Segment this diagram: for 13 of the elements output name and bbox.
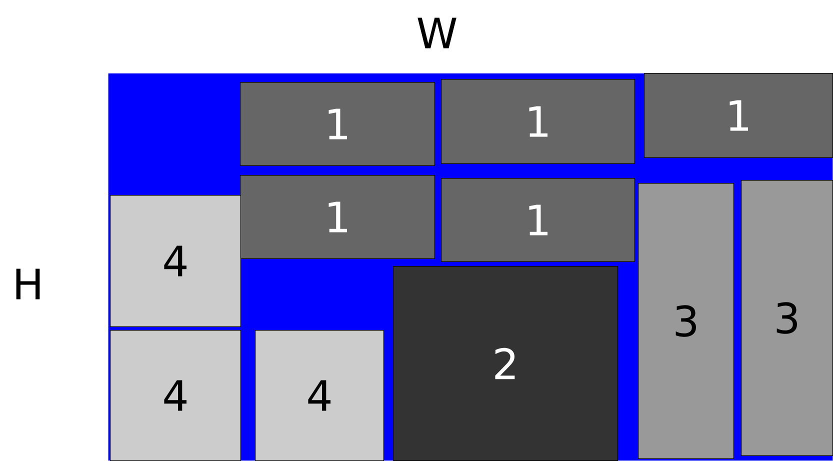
block: 1 (240, 82, 435, 166)
block: 4 (110, 195, 241, 327)
block: 4 (110, 330, 241, 461)
dimension-label: W (418, 18, 456, 48)
block: 1 (644, 73, 833, 158)
block: 3 (741, 180, 833, 456)
block: 1 (240, 175, 435, 259)
block: 1 (441, 178, 635, 262)
block: 3 (638, 183, 734, 459)
block: 1 (441, 79, 635, 164)
block: 4 (255, 330, 384, 461)
dimension-label: H (16, 268, 40, 300)
block: 2 (393, 266, 618, 461)
